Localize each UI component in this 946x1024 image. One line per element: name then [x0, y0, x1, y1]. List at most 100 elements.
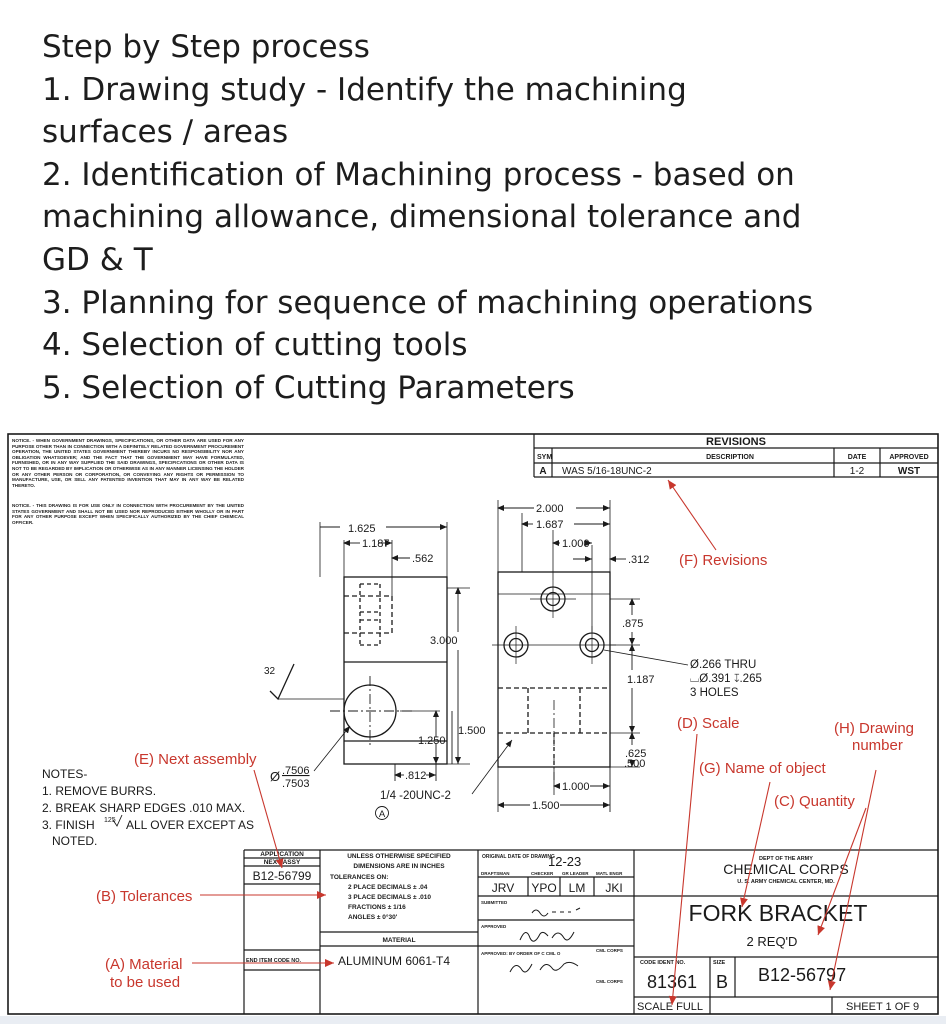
dim-1500-bottom: 1.500: [532, 800, 560, 812]
matl-engr-initials: JKI: [605, 881, 622, 895]
notes-title: NOTES-: [42, 767, 87, 781]
dim-875: .875: [622, 618, 643, 630]
submitted-label: SUBMITTED: [481, 900, 508, 905]
finish-32: 32: [264, 666, 276, 677]
revisions-col-sym: SYM: [537, 454, 552, 461]
callout-a-material-1: (A) Material: [105, 956, 183, 973]
revisions-col-approved: APPROVED: [889, 454, 928, 461]
revisions-col-description: DESCRIPTION: [706, 454, 754, 461]
gr-leader-initials: LM: [569, 881, 586, 895]
front-view-dimensions: [497, 505, 635, 812]
callout-leaders: [192, 479, 877, 1006]
side-view: [269, 522, 470, 765]
cml-corps-2: CML CORPS: [596, 979, 623, 984]
material-label: MATERIAL: [382, 937, 415, 944]
original-date: 12-23: [548, 854, 581, 869]
cml-corps-1: CML CORPS: [596, 948, 623, 953]
bore-tolerance-lower: .7503: [282, 778, 310, 790]
step-2-line-3: GD & T: [42, 241, 153, 278]
tolerances-on: TOLERANCES ON:: [330, 874, 388, 881]
approved-signature-1: [519, 931, 575, 942]
end-item-code: END ITEM CODE NO.: [246, 958, 301, 964]
callout-g-name-of-object: (G) Name of object: [699, 760, 827, 777]
finish-symbol-icon: [112, 814, 123, 827]
note-3-end: NOTED.: [52, 834, 97, 848]
submitted-signature: [531, 907, 581, 917]
dim-625: .625: [625, 748, 646, 760]
unless-specified: UNLESS OTHERWISE SPECIFIED: [347, 853, 451, 860]
dim-1000-bottom: 1.000: [562, 781, 590, 793]
application-label: APPLICATION: [260, 851, 304, 858]
tolerance-angles: ANGLES ± 0°30': [348, 913, 398, 921]
dimensions-inches: DIMENSIONS ARE IN INCHES: [353, 863, 445, 870]
bore-tolerance-upper: .7506: [282, 765, 310, 777]
bore-diameter-symbol: Ø: [270, 769, 280, 784]
note-3-start: 3. FINISH: [42, 818, 95, 832]
callout-d-scale: (D) Scale: [677, 715, 740, 732]
callout-c-quantity: (C) Quantity: [774, 793, 855, 810]
callout-e-next-assembly: (E) Next assembly: [134, 751, 257, 768]
original-date-label: ORIGINAL DATE OF DRAWING: [482, 854, 555, 860]
revision-description: WAS 5/16-18UNC-2: [562, 466, 652, 477]
revisions-table: [533, 434, 938, 478]
dim-500: .500: [624, 758, 645, 770]
note-3-rest: ALL OVER EXCEPT AS: [126, 818, 254, 832]
step-list-title: Step by Step process: [42, 29, 370, 65]
approved-label: APPROVED: [481, 924, 507, 929]
dim-1500-height: 1.500: [458, 725, 486, 737]
scale-value: SCALE FULL: [637, 1001, 703, 1013]
draftsman-initials: JRV: [492, 881, 514, 895]
dim-1000-top: 1.000: [562, 538, 590, 550]
callout-h-drawing-number-1: (H) Drawing: [834, 720, 914, 737]
dim-1187-top: 1.187: [362, 538, 390, 550]
object-name: FORK BRACKET: [689, 900, 868, 926]
hole-callout-2: ⌴Ø.391 ↧.265: [690, 673, 762, 685]
step-2-line-2: machining allowance, dimensional toleran…: [42, 199, 802, 236]
dim-1687: 1.687: [536, 519, 564, 531]
draftsman-label: DRAFTSMAN: [481, 871, 510, 876]
notice-procurement: NOTICE. - THIS DRAWING IS FOR USE ONLY I…: [12, 503, 244, 525]
code-ident-number: 81361: [647, 972, 697, 992]
thread-revision-letter: A: [379, 809, 386, 820]
chemical-corps: CHEMICAL CORPS: [723, 861, 849, 877]
dim-562: .562: [412, 553, 433, 565]
dim-3000: 3.000: [430, 635, 458, 647]
hole-leader: [603, 649, 689, 666]
callout-f-revisions: (F) Revisions: [679, 552, 767, 569]
step-3: 3. Planning for sequence of machining op…: [42, 284, 814, 321]
note-1: 1. REMOVE BURRS.: [42, 784, 156, 798]
checker-label: CHECKER: [531, 871, 554, 876]
sheet-number: SHEET 1 OF 9: [846, 1001, 919, 1013]
revision-marker-circle: [375, 806, 389, 820]
next-assy-number: B12-56799: [253, 869, 312, 883]
thread-callout: 1/4 -20UNC-2: [380, 790, 451, 802]
callout-a-material-2: to be used: [110, 974, 180, 991]
step-1-line-1: 1. Drawing study - Identify the machinin…: [42, 71, 687, 108]
callout-b-tolerances: (B) Tolerances: [96, 888, 192, 905]
front-view: [492, 500, 640, 812]
step-2-line-1: 2. Identification of Machining process -…: [42, 156, 795, 193]
drawing-size: B: [716, 972, 728, 992]
note-2: 2. BREAK SHARP EDGES .010 MAX.: [42, 801, 245, 815]
dim-812: .812: [405, 770, 426, 782]
next-assy-label: NEXT ASSY: [264, 859, 301, 866]
dim-1250: 1.250: [418, 735, 446, 747]
approved-signature-2: [509, 961, 579, 973]
material-value: ALUMINUM 6061-T4: [338, 954, 450, 968]
chemical-center: U. S. ARMY CHEMICAL CENTER, MD.: [737, 879, 835, 885]
tolerance-2-place: 2 PLACE DECIMALS ± .04: [348, 884, 428, 891]
notice-government-use: NOTICE. - WHEN GOVERNMENT DRAWINGS, SPEC…: [12, 438, 244, 488]
side-view-dimensions: [320, 524, 461, 781]
hole-callout-1: Ø.266 THRU: [690, 659, 756, 671]
note-3-finish-value: 125: [104, 817, 116, 824]
dept-of-army: DEPT OF THE ARMY: [759, 856, 813, 862]
step-5: 5. Selection of Cutting Parameters: [42, 369, 575, 406]
bottom-band: [0, 1016, 946, 1024]
dim-1187-side: 1.187: [627, 674, 655, 686]
dim-312: .312: [628, 554, 649, 566]
hole-callout-3: 3 HOLES: [690, 687, 739, 699]
gr-leader-label: GR LEADER: [562, 871, 589, 876]
size-label: SIZE: [713, 960, 726, 966]
checker-initials: YPO: [531, 881, 556, 895]
